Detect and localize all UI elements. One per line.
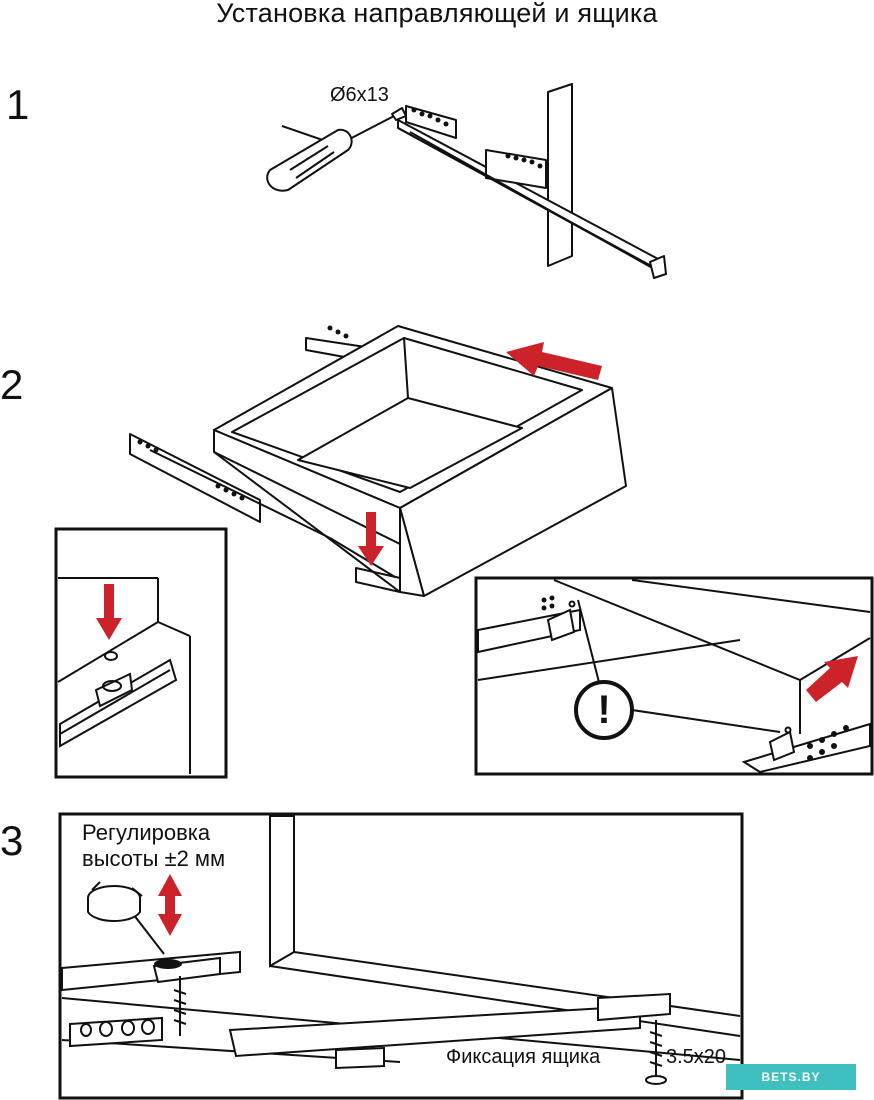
height-adjust-label-line1: Регулировка [82,820,211,845]
arrow-icon [806,656,858,702]
fixation-label: Фиксация ящика [446,1046,601,1068]
arrow-icon [96,584,122,640]
arrow-icon [358,342,602,566]
page-title: Установка направляющей и ящика [216,0,658,28]
updown-arrow-icon [158,874,182,936]
step-number-2: 2 [0,361,24,408]
warning-mark: ! [597,688,611,732]
fixation-screw-label: 3.5x20 [666,1046,727,1068]
step-number-3: 3 [0,817,24,864]
rotate-icon [87,881,143,922]
warning-icon [574,680,634,740]
screw-size-label: Ø6x13 [330,84,389,106]
step-number-1: 1 [6,81,30,128]
height-adjust-label-line2: высоты ±2 мм [82,846,226,871]
screwdriver-icon [266,115,395,192]
watermark-badge: BETS.BY [726,1064,856,1090]
